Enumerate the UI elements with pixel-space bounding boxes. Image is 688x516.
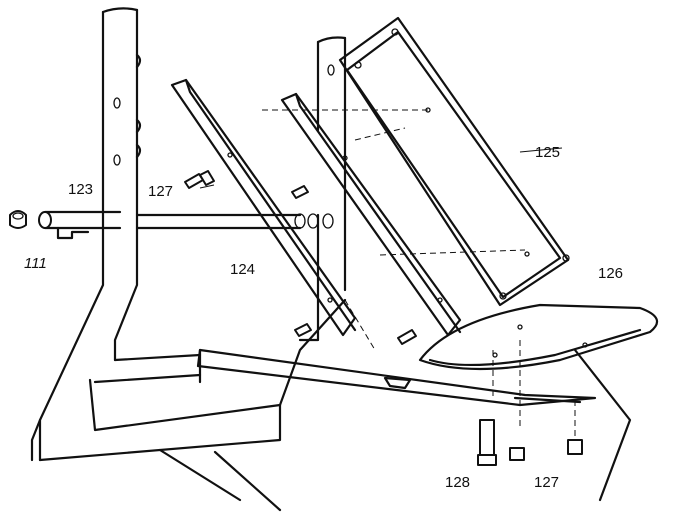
- callout-127-lower: 127: [534, 474, 559, 491]
- bolts: [184, 170, 583, 466]
- end-cap: [9, 210, 27, 229]
- seat-support-rail: [196, 348, 632, 502]
- backrest-board: [338, 16, 570, 307]
- callout-124: 124: [230, 261, 255, 278]
- backrest-brace: [170, 78, 357, 337]
- seat-board: [418, 303, 659, 371]
- callout-127-upper: 127: [148, 183, 173, 200]
- backrest-brace-rear: [280, 92, 462, 337]
- assembly-leader-lines: [199, 109, 576, 440]
- callout-128: 128: [445, 474, 470, 491]
- callout-125: 125: [535, 144, 560, 161]
- callout-126: 126: [598, 265, 623, 282]
- callout-123: 123: [68, 181, 93, 198]
- leg-support-tube: [38, 210, 122, 240]
- callout-111: 111: [24, 255, 47, 272]
